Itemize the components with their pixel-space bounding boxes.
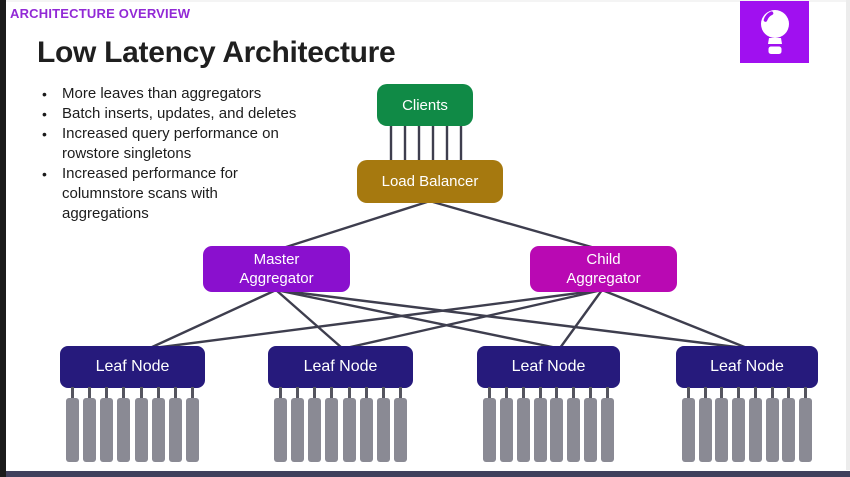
- partition-bar: [342, 387, 356, 462]
- node-leaf-1: Leaf Node: [60, 346, 205, 388]
- leaf-partitions: [483, 387, 614, 462]
- section-kicker: ARCHITECTURE OVERVIEW: [10, 6, 191, 21]
- bullet-item: Batch inserts, updates, and deletes: [36, 104, 366, 124]
- page-title: Low Latency Architecture: [37, 36, 396, 69]
- edges-master-aggregator-to-leaves: [148, 288, 746, 350]
- slide-top-edge: [0, 0, 850, 2]
- slide-bottom-edge: [0, 470, 850, 477]
- partition-bar: [66, 387, 79, 462]
- leaf-partitions: [682, 387, 812, 462]
- node-leaf-label: Leaf Node: [95, 358, 170, 375]
- partition-bar: [550, 387, 564, 462]
- node-child-aggregator: Child Aggregator: [530, 246, 677, 292]
- partition-bar: [483, 387, 496, 462]
- partition-bar: [117, 387, 131, 462]
- bullet-item: Increased performance for columnstore sc…: [36, 164, 366, 224]
- partition-bar: [291, 387, 305, 462]
- node-clients: Clients: [377, 84, 473, 126]
- partition-bar: [567, 387, 581, 462]
- partition-bar: [185, 387, 199, 462]
- partition-bar: [274, 387, 287, 462]
- partition-bar: [359, 387, 373, 462]
- partition-bar: [533, 387, 547, 462]
- partition-bar: [499, 387, 513, 462]
- node-clients-label: Clients: [402, 96, 448, 114]
- partition-bar: [748, 387, 762, 462]
- node-leaf-label: Leaf Node: [511, 358, 586, 375]
- partition-bar: [83, 387, 97, 462]
- partition-bar: [376, 387, 390, 462]
- partition-bar: [715, 387, 729, 462]
- bullet-list: More leaves than aggregators Batch inser…: [36, 84, 366, 224]
- node-leaf-2: Leaf Node: [268, 346, 413, 388]
- node-leaf-label: Leaf Node: [710, 358, 784, 375]
- bullet-item: Increased query performance on rowstore …: [36, 124, 366, 164]
- partition-bar: [732, 387, 746, 462]
- partition-bar: [600, 387, 614, 462]
- slide-left-edge: [0, 0, 6, 477]
- partition-bar: [698, 387, 712, 462]
- node-child-aggregator-label: Child Aggregator: [566, 251, 641, 287]
- edges-child-aggregator-to-leaves: [152, 288, 749, 350]
- partition-bar: [168, 387, 182, 462]
- partition-bar: [308, 387, 322, 462]
- partition-bar: [393, 387, 407, 462]
- lightbulb-icon: [740, 1, 809, 63]
- node-leaf-label: Leaf Node: [303, 358, 378, 375]
- partition-bar: [100, 387, 114, 462]
- bullet-item: More leaves than aggregators: [36, 84, 366, 104]
- partition-bar: [798, 387, 812, 462]
- partition-bar: [765, 387, 779, 462]
- node-leaf-3: Leaf Node: [477, 346, 620, 388]
- leaf-partitions: [274, 387, 407, 462]
- partition-bar: [325, 387, 339, 462]
- node-load-balancer-label: Load Balancer: [381, 173, 479, 190]
- partition-bar: [782, 387, 796, 462]
- node-master-aggregator: Master Aggregator: [203, 246, 350, 292]
- partition-bar: [516, 387, 530, 462]
- leaf-partitions: [66, 387, 199, 462]
- node-load-balancer: Load Balancer: [357, 160, 503, 203]
- slide-right-edge: [846, 0, 850, 477]
- partition-bar: [682, 387, 695, 462]
- node-master-aggregator-label: Master Aggregator: [239, 251, 314, 287]
- partition-bar: [134, 387, 148, 462]
- partition-bar: [151, 387, 165, 462]
- node-leaf-4: Leaf Node: [676, 346, 818, 388]
- partition-bar: [584, 387, 598, 462]
- edges-clients-to-load-balancer: [389, 121, 463, 165]
